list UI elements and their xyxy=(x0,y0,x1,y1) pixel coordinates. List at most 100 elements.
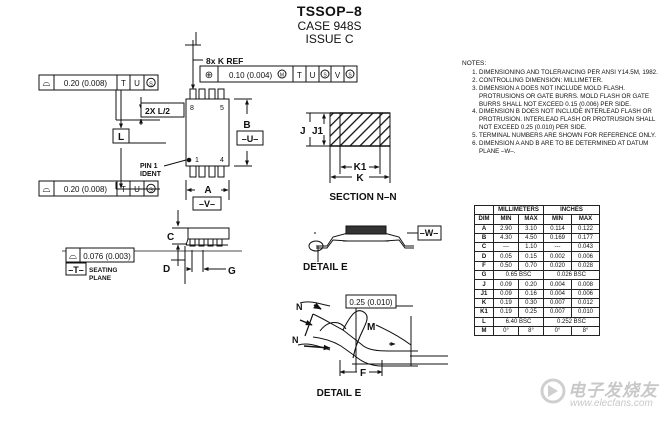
pin-8-label: 8 xyxy=(190,105,194,112)
watermark-logo-icon xyxy=(540,378,566,404)
table-cell: L xyxy=(474,316,494,327)
table-cell: 0.007 xyxy=(543,297,572,309)
table-cell: 0.026 BSC xyxy=(543,270,600,281)
fcf-bottom-symbol: ⌓ xyxy=(43,184,51,195)
table-header-row: MILLIMETERS INCHES xyxy=(474,204,600,216)
note-item: DIMENSION A AND B ARE TO BE DETERMINED A… xyxy=(479,140,658,156)
table-cell: G xyxy=(474,270,494,281)
fcf-flatness xyxy=(65,247,135,263)
table-cell: 0.05 xyxy=(493,251,519,262)
watermark: 电子发烧友 www.elecfans.com xyxy=(540,374,657,414)
section-nn-label: SECTION N–N xyxy=(329,192,396,203)
table-cell: 4.30 xyxy=(493,232,519,244)
table-cell: 8° xyxy=(518,325,544,337)
table-cell: B xyxy=(474,232,494,244)
header-mm-min: MIN xyxy=(493,214,519,225)
note-item: TERMINAL NUMBERS ARE SHOWN FOR REFERENCE… xyxy=(479,132,658,140)
section-nn-view xyxy=(329,112,391,147)
fcf-top-modifier: S xyxy=(149,82,153,88)
fcf-profile-top xyxy=(38,74,159,91)
fcf-top-symbol: ⌓ xyxy=(43,78,51,89)
detail-e-small-label: DETAIL E xyxy=(303,262,348,273)
fcf-top-ref2: U xyxy=(134,79,140,88)
note-item: DIMENSION A DOES NOT INCLUDE MOLD FLASH.… xyxy=(479,85,658,109)
table-cell: 0.043 xyxy=(571,242,600,253)
pin-4-label: 4 xyxy=(220,157,224,164)
table-cell: 0.50 xyxy=(493,260,519,272)
fcf-top-ref1: T xyxy=(121,79,126,88)
table-cell: M xyxy=(474,325,494,337)
table-cell: 0.25 xyxy=(518,307,544,318)
datum-u-label: –U– xyxy=(242,134,259,144)
fcf-top-tolerance: 0.20 (0.008) xyxy=(64,79,107,88)
dim-j-label: J xyxy=(300,126,306,137)
fcf-pos-ref1: T xyxy=(297,71,302,80)
fcf-bottom-modifier: S xyxy=(149,188,153,194)
dim-g-label: G xyxy=(228,266,236,277)
detail-e-n-top: N xyxy=(296,302,303,312)
datum-v-label: –V– xyxy=(199,199,215,209)
dim-f-label: F xyxy=(360,368,366,379)
table-cell: 0.006 xyxy=(571,251,600,262)
table-cell: 0.028 xyxy=(571,260,600,272)
table-cell: 0.65 BSC xyxy=(493,270,544,281)
fcf-flat-tolerance: 0.076 (0.003) xyxy=(83,252,131,261)
case-number: CASE 948S xyxy=(297,19,362,33)
dim-k-label: K xyxy=(356,173,364,184)
note-item: CONTROLLING DIMENSION: MILLIMETER. xyxy=(479,77,658,85)
table-cell: F xyxy=(474,260,494,272)
dim-c-label: C xyxy=(167,232,174,243)
table-cell: C xyxy=(474,242,494,253)
table-cell: 0.169 xyxy=(543,232,572,244)
fcf-bottom-ref1: T xyxy=(121,185,126,194)
table-cell: 0° xyxy=(543,325,572,337)
table-cell: 0.002 xyxy=(543,251,572,262)
table-cell: K xyxy=(474,297,494,309)
fcf-pos-ref3: V xyxy=(335,71,341,80)
detail-e-label: DETAIL E xyxy=(317,388,362,399)
table-cell: 0.30 xyxy=(518,297,544,309)
drawing-title: TSSOP–8 xyxy=(296,3,363,19)
header-in-min: MIN xyxy=(543,214,572,225)
header-dim: DIM xyxy=(474,214,494,225)
header-millimeters: MILLIMETERS xyxy=(493,204,544,216)
dim-k1-label: K1 xyxy=(354,162,367,173)
table-cell: J1 xyxy=(474,288,494,299)
table-cell: 0.15 xyxy=(518,251,544,262)
seating-plane-line2: PLANE xyxy=(89,275,112,282)
table-cell: 0.007 xyxy=(543,307,572,318)
table-cell: J xyxy=(474,279,494,290)
table-cell: --- xyxy=(543,242,572,253)
fcf-pos-mod3: S xyxy=(348,73,352,79)
fcf-profile-bottom xyxy=(38,180,159,197)
dim-m-label: M xyxy=(367,322,375,333)
pin1-ident-line2: IDENT xyxy=(140,171,162,178)
fcf-position xyxy=(199,65,358,83)
seating-plane-line1: SEATING xyxy=(89,267,117,274)
table-cell: 0.09 xyxy=(493,279,519,290)
table-cell: 1.10 xyxy=(518,242,544,253)
dim-b-label: B xyxy=(243,120,250,131)
fcf-pos-mod2: S xyxy=(323,73,327,79)
table-subheader-row: DIM MIN MAX MIN MAX xyxy=(474,214,600,225)
k-ref-label: 8x K REF xyxy=(206,56,243,66)
table-cell: 0.114 xyxy=(543,223,572,234)
dim-l-label: L xyxy=(118,132,124,143)
table-cell: 0.006 xyxy=(571,288,600,299)
header-mm-max: MAX xyxy=(518,214,544,225)
table-cell: --- xyxy=(493,242,519,253)
datum-t-label: –T– xyxy=(68,265,84,275)
notes-block: NOTES: DIMENSIONING AND TOLERANCING PER … xyxy=(462,60,658,156)
dim-j1-label: J1 xyxy=(312,126,324,137)
table-cell: 0.004 xyxy=(543,279,572,290)
